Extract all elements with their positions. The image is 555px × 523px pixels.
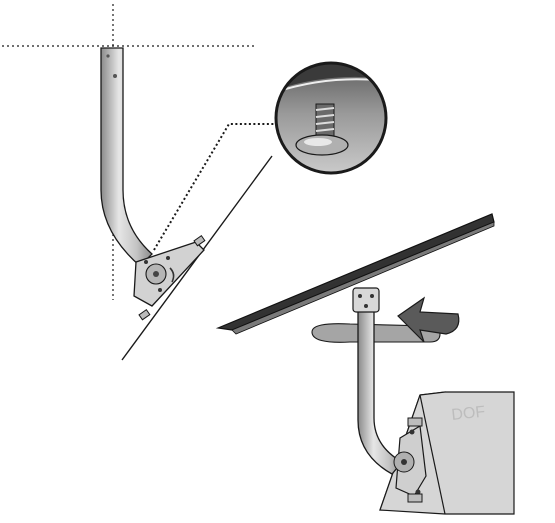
wall-bracket: [393, 417, 427, 503]
rotation-arrow-head-icon: [397, 296, 460, 343]
dish-panel-edge: [231, 221, 495, 335]
foot-bolt: [166, 256, 170, 260]
mount-pipe: [100, 47, 153, 267]
scene-roof-mount: [2, 4, 282, 361]
detail-leader-line: [153, 123, 282, 251]
foot-pivot-center: [153, 271, 159, 277]
foot-bolt: [144, 260, 148, 264]
foot-tab: [193, 234, 206, 247]
foot-slot: [169, 267, 175, 283]
foot-tab: [138, 308, 151, 321]
scene-bolt-detail: [274, 61, 388, 175]
rotation-arrow-icon: [311, 323, 441, 343]
pipe-screw: [106, 54, 110, 58]
dish-mast-clamp: [352, 287, 380, 313]
mount-foot-plate: [133, 241, 205, 307]
bolt-detail-icon: [295, 103, 349, 156]
pipe-screw: [113, 74, 117, 78]
scene-dish-wall-mount: DOF: [215, 213, 515, 515]
foot-bolt: [158, 288, 162, 292]
wall-marking: DOF: [451, 404, 487, 424]
detail-magnifier-frame: [274, 61, 388, 175]
